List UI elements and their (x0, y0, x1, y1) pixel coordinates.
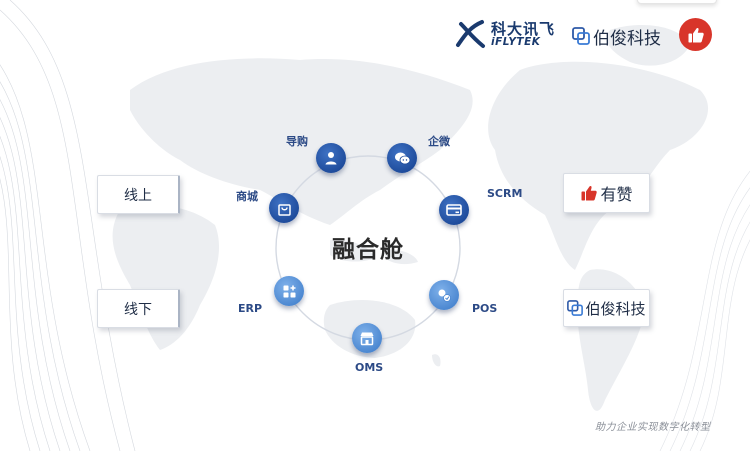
chat-bubbles-icon (394, 152, 410, 164)
wave-lines-right (659, 170, 750, 451)
thumbs-up-icon (688, 27, 704, 42)
online-label: 线上 (124, 187, 152, 204)
offline-label: 线下 (124, 301, 152, 318)
hub-title: 融合舱 (332, 237, 404, 263)
iflytek-logo: 科大讯飞 iFLYTEK (455, 17, 555, 51)
youzan-card[interactable]: 有赞 (563, 173, 650, 213)
node-scrm[interactable] (439, 195, 469, 225)
node-guide-label: 导购 (286, 135, 308, 148)
iflytek-cn-name: 科大讯飞 (491, 20, 556, 38)
online-card[interactable]: 线上 (97, 175, 180, 214)
apps-icon (283, 285, 295, 297)
node-wecom-label: 企微 (428, 135, 450, 148)
youzan-logo (679, 18, 712, 51)
card-icon (446, 204, 462, 216)
top-card-fragment (637, 0, 717, 4)
node-mall-label: 商城 (236, 190, 258, 203)
continents (112, 25, 709, 411)
bojun-card[interactable]: 伯俊科技 (563, 289, 650, 327)
footer-tagline: 助力企业实现数字化转型 (595, 422, 711, 433)
bojun-mark-icon (567, 300, 584, 316)
node-pos[interactable] (429, 280, 459, 310)
node-erp[interactable] (274, 276, 304, 306)
coins-icon (438, 289, 451, 302)
iflytek-mark-icon (456, 20, 485, 48)
user-icon (325, 152, 337, 165)
node-pos-label: POS (472, 302, 498, 315)
thumbs-up-icon (581, 186, 598, 201)
offline-card[interactable]: 线下 (97, 289, 180, 328)
node-oms-label: OMS (355, 361, 384, 374)
bojun-card-label: 伯俊科技 (585, 299, 646, 318)
shopping-bag-icon (277, 203, 291, 216)
node-wecom[interactable] (387, 143, 417, 173)
bojun-name: 伯俊科技 (593, 28, 661, 49)
node-oms[interactable] (352, 323, 382, 353)
bojun-mark-icon (572, 27, 590, 45)
bojun-logo: 伯俊科技 (572, 22, 661, 50)
node-guide[interactable] (316, 143, 346, 173)
node-erp-label: ERP (238, 302, 263, 315)
node-mall[interactable] (269, 193, 299, 223)
iflytek-en-name: iFLYTEK (491, 36, 541, 48)
node-scrm-label: SCRM (487, 187, 523, 200)
youzan-label: 有赞 (600, 185, 633, 204)
store-icon (360, 332, 374, 345)
wave-lines-left (0, 0, 136, 451)
